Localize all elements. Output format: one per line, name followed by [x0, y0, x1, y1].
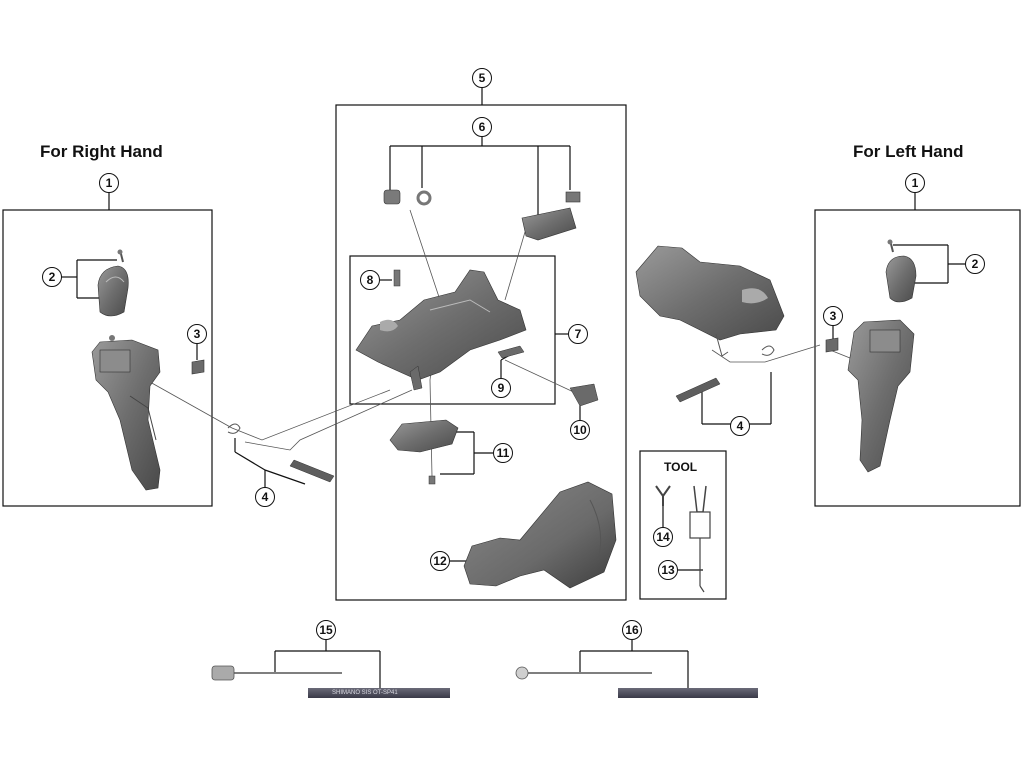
tool-frame [639, 450, 727, 600]
callout-10: 10 [570, 420, 590, 440]
callout-5: 5 [472, 68, 492, 88]
main-body-part [355, 269, 599, 407]
main-assembly-frame [335, 104, 627, 601]
right-hand-frame [2, 209, 213, 507]
right-shifter-part [91, 249, 335, 491]
callout-8: 8 [360, 270, 380, 290]
right-hand-heading: For Right Hand [40, 142, 163, 161]
leader-lines [61, 88, 965, 694]
hardware-parts-6 [383, 189, 581, 241]
callout-3-right: 3 [187, 324, 207, 344]
callout-3-left: 3 [823, 306, 843, 326]
cable-set-16 [515, 666, 758, 698]
callout-2-right: 2 [42, 267, 62, 287]
callout-1-right: 1 [99, 173, 119, 193]
callout-2-left: 2 [965, 254, 985, 274]
cable-print-text: SHIMANO SIS OT-SP41 [332, 690, 398, 696]
callout-7: 7 [568, 324, 588, 344]
tool-13 [689, 485, 711, 593]
callout-4-left: 4 [730, 416, 750, 436]
callout-6: 6 [472, 117, 492, 137]
left-hand-heading: For Left Hand [853, 142, 964, 161]
callout-9: 9 [491, 378, 511, 398]
callout-1-left: 1 [905, 173, 925, 193]
tool-heading: TOOL [664, 460, 698, 474]
left-hand-frame [814, 209, 1021, 507]
assembly-guides [149, 209, 856, 477]
callout-16: 16 [622, 620, 642, 640]
left-shifter-part [825, 239, 917, 473]
callout-12: 12 [430, 551, 450, 571]
callout-15: 15 [316, 620, 336, 640]
subassembly-frame-7 [349, 255, 556, 405]
left-main-body-part [635, 245, 785, 403]
tool-14 [655, 485, 671, 506]
callout-4-right: 4 [255, 487, 275, 507]
callout-11: 11 [493, 443, 513, 463]
bracket-cover-part-12 [463, 481, 617, 589]
callout-14: 14 [653, 527, 673, 547]
callout-13: 13 [658, 560, 678, 580]
cable-set-15 [211, 665, 450, 698]
cover-part-11 [389, 419, 459, 485]
